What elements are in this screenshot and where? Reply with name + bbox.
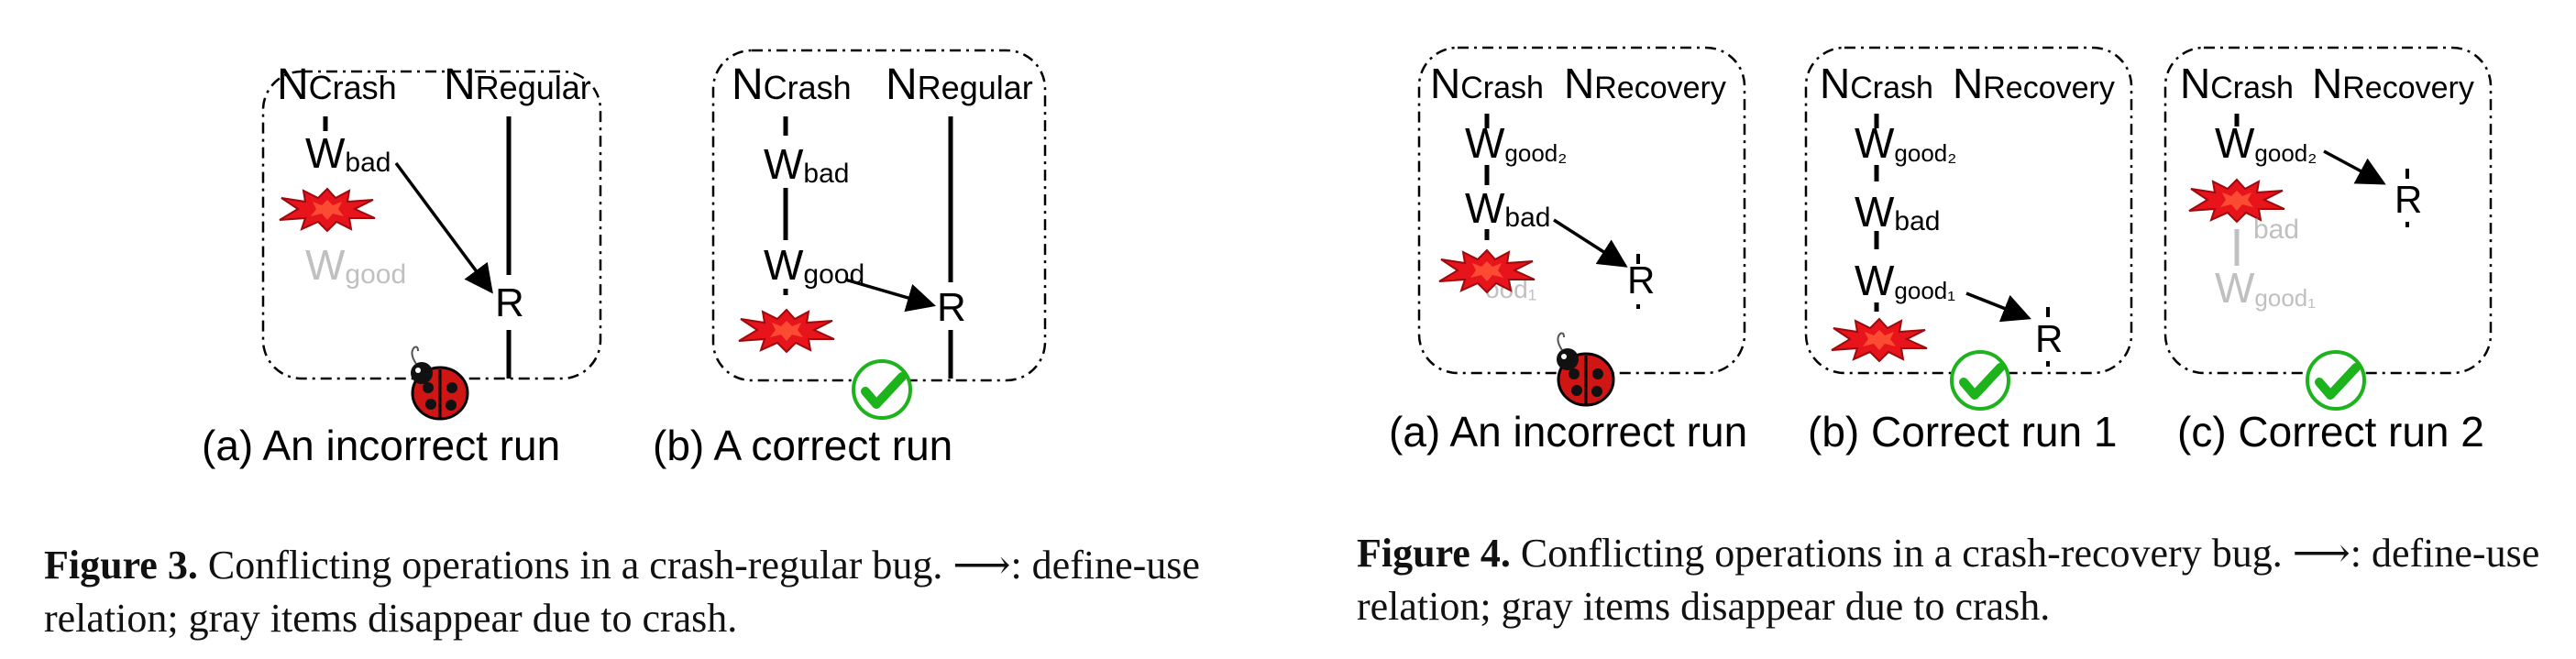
r-label: R — [495, 280, 524, 325]
node-recovery-label: NRecovery — [1564, 60, 1726, 107]
figure-3-caption: Figure 3. Conflicting operations in a cr… — [44, 539, 1254, 645]
w-good-label: Wgood — [764, 241, 864, 290]
ladybug-icon — [1555, 332, 1615, 407]
crash-burst-icon — [279, 188, 376, 232]
panel-border — [711, 49, 1047, 382]
node-crash-label: NCrash — [732, 60, 852, 109]
w-good1-label: Wgood₁ — [2215, 264, 2316, 312]
checkmark-icon — [853, 361, 910, 418]
w-bad-label: Wbad — [1465, 184, 1550, 233]
fig4-panel-a: NCrash NRecovery Wgood₂ Wbad ood₁ R (a) … — [1389, 46, 1747, 456]
w-good-label: Wgood — [305, 241, 406, 290]
define-use-arrow — [1965, 291, 2031, 323]
figure-4-caption-text: Conflicting operations in a crash-recove… — [1357, 531, 2540, 629]
checkmark-icon — [1952, 352, 2009, 409]
panel-border — [1417, 46, 1746, 375]
node-crash-label: NCrash — [1430, 60, 1544, 107]
node-crash-label: NCrash — [1820, 60, 1933, 107]
node-crash-label: NCrash — [277, 60, 397, 109]
panel-border — [1804, 46, 2133, 375]
fig4-panel-b: NCrash NRecovery Wgood₂ Wbad Wgood₁ R (b… — [1804, 46, 2133, 456]
define-use-arrow — [394, 161, 493, 294]
checkmark-icon — [2307, 352, 2364, 409]
w-good1-label: Wgood₁ — [1855, 257, 1955, 304]
figure-3-label: Figure 3. — [44, 543, 198, 588]
node-recovery-label: NRecovery — [1953, 60, 2115, 107]
r-label: R — [1627, 258, 1655, 302]
panel-caption: (a) An incorrect run — [1389, 408, 1747, 456]
fig4-panel-c: NCrash NRecovery Wgood₂ bad Wgood₁ R (c)… — [2163, 46, 2493, 456]
define-use-arrow — [2323, 149, 2386, 185]
w-bad-label: Wbad — [305, 129, 391, 178]
r-label: R — [2394, 178, 2422, 221]
fig3-panel-a: NCrash NRegular Wbad Wgood R (a) An inco… — [202, 60, 602, 469]
panel-caption: (a) An incorrect run — [202, 422, 560, 469]
w-bad-label: Wbad — [764, 140, 849, 189]
w-bad-label: bad — [2253, 214, 2299, 245]
ladybug-icon — [409, 346, 469, 421]
panel-border — [261, 70, 602, 380]
panel-caption: (c) Correct run 2 — [2177, 408, 2484, 456]
r-label: R — [2035, 317, 2063, 360]
define-use-arrow — [844, 278, 937, 313]
node-recovery-label: NRecovery — [2312, 60, 2474, 107]
node-regular-label: NRegular — [886, 60, 1033, 109]
panel-caption: (b) Correct run 1 — [1808, 408, 2117, 456]
figure-3-caption-text: Conflicting operations in a crash-regula… — [44, 543, 1200, 641]
crash-burst-icon — [1831, 318, 1928, 362]
define-use-arrow — [1553, 218, 1628, 268]
node-crash-label: NCrash — [2180, 60, 2294, 107]
fig3-panel-b: NCrash NRegular Wbad Wgood R (b) A corre… — [653, 49, 1047, 469]
w-good2-label: Wgood₂ — [1855, 119, 1956, 167]
node-regular-label: NRegular — [444, 60, 591, 109]
w-good2-label: Wgood₂ — [1465, 119, 1567, 167]
panel-caption: (b) A correct run — [653, 422, 952, 469]
figure-4-label: Figure 4. — [1357, 531, 1511, 576]
panel-border — [2163, 46, 2493, 375]
w-good2-label: Wgood₂ — [2215, 119, 2317, 167]
crash-burst-icon — [738, 309, 835, 353]
r-label: R — [937, 285, 966, 330]
figure-4-caption: Figure 4. Conflicting operations in a cr… — [1357, 527, 2548, 633]
w-bad-label: Wbad — [1855, 188, 1940, 236]
